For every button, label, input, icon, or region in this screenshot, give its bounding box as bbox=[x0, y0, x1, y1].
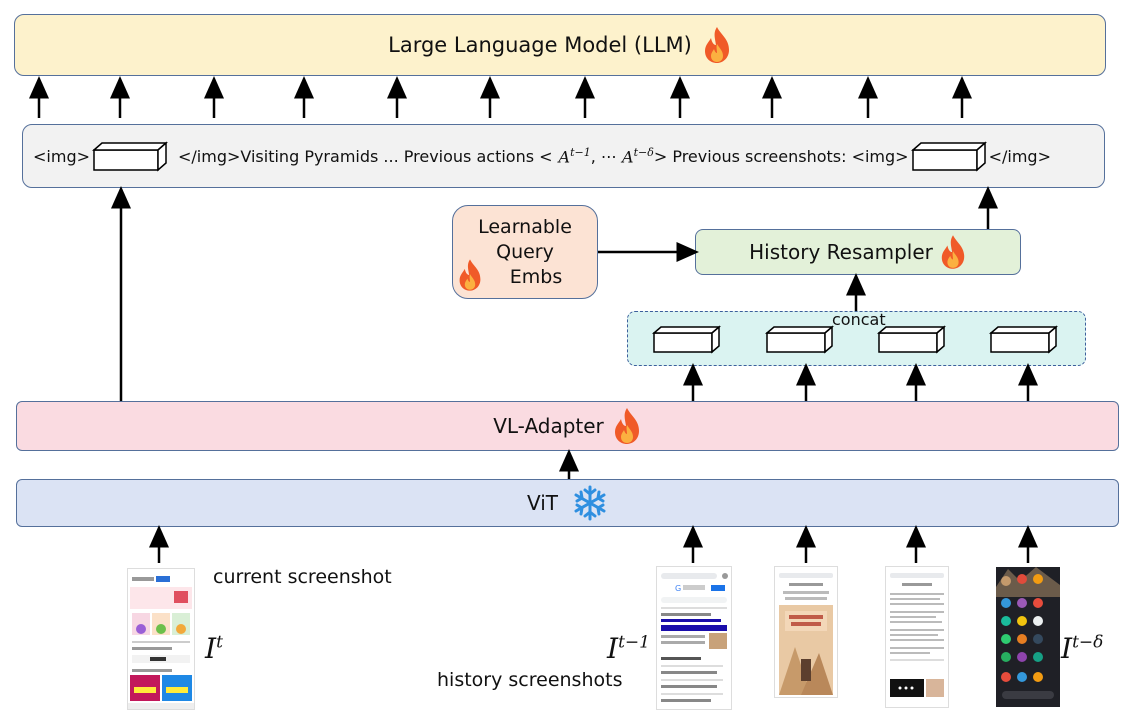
flame-icon bbox=[614, 408, 639, 444]
current-screenshot-thumbnail bbox=[127, 568, 195, 710]
history-screenshot-4-thumbnail bbox=[996, 567, 1060, 707]
llm-block: Large Language Model (LLM) bbox=[14, 14, 1106, 76]
img-close-tag: </img> bbox=[988, 146, 1051, 166]
history-screenshot-1-thumbnail: G bbox=[656, 566, 732, 710]
history-token-block bbox=[910, 141, 987, 172]
vit-label: ViT bbox=[526, 491, 558, 515]
input-token-sequence: <img> </img>Visiting Pyramids ... Previo… bbox=[22, 124, 1105, 188]
snowflake-icon bbox=[574, 485, 606, 521]
history-screenshot-3-thumbnail bbox=[885, 566, 949, 708]
img-open-tag: <img> bbox=[33, 146, 90, 166]
flame-icon bbox=[704, 27, 729, 63]
action-sep: , ⋯ bbox=[590, 146, 623, 166]
symbol-i-t-minus-1: It−1 bbox=[607, 632, 650, 665]
symbol-i-t: It bbox=[205, 632, 223, 665]
current-screenshot-caption: current screenshot bbox=[213, 566, 392, 588]
token-text-1: </img>Visiting Pyramids ... Previous act… bbox=[178, 146, 553, 166]
history-resampler: History Resampler bbox=[695, 229, 1021, 275]
concat-label: concat bbox=[832, 310, 886, 329]
vl-adapter-label: VL-Adapter bbox=[493, 414, 604, 438]
flame-icon bbox=[941, 235, 965, 269]
history-resampler-label: History Resampler bbox=[749, 240, 933, 264]
image-token-block bbox=[92, 141, 168, 172]
action-a1: At−1 bbox=[558, 145, 591, 167]
history-screenshot-2-thumbnail bbox=[774, 566, 838, 698]
svg-text:G: G bbox=[675, 584, 681, 593]
symbol-i-t-minus-delta: It−δ bbox=[1061, 632, 1104, 665]
learnable-query-embs: Learnable Query Embs bbox=[452, 205, 598, 299]
lqe-line3: Embs bbox=[509, 265, 563, 288]
vit-encoder: ViT bbox=[16, 479, 1119, 527]
action-a2: At−δ bbox=[622, 145, 654, 167]
vl-adapter: VL-Adapter bbox=[16, 401, 1119, 451]
token-text-2: > Previous screenshots: <img> bbox=[653, 146, 909, 166]
lqe-line2: Query bbox=[496, 240, 554, 263]
lqe-line1: Learnable bbox=[478, 215, 572, 238]
history-screenshots-caption: history screenshots bbox=[437, 669, 623, 691]
llm-label: Large Language Model (LLM) bbox=[388, 33, 692, 57]
flame-icon bbox=[459, 259, 481, 291]
